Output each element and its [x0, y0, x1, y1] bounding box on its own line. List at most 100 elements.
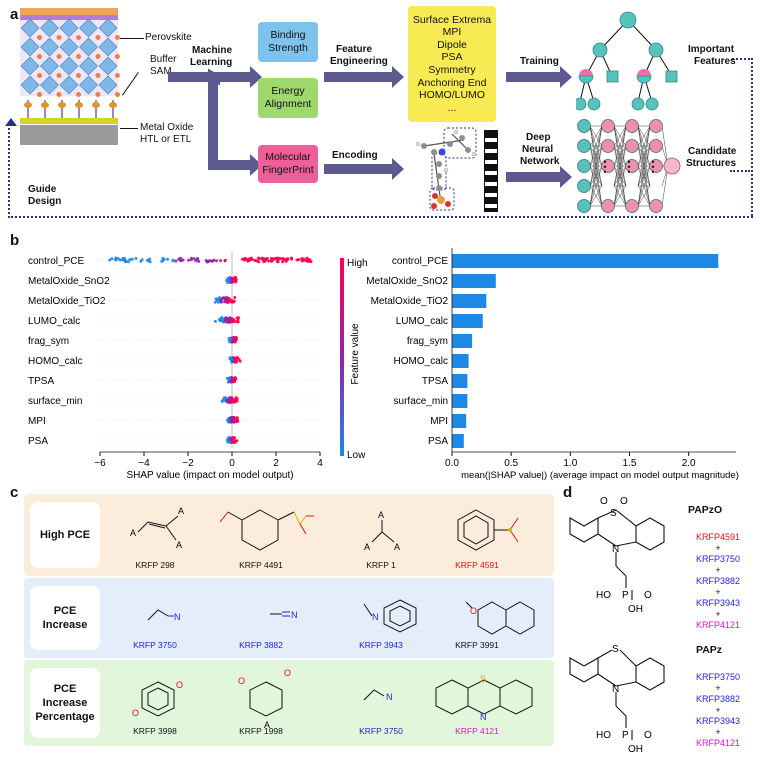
- shap-point: [160, 259, 164, 263]
- atom-o: O: [644, 730, 652, 741]
- sam-head: [92, 102, 100, 108]
- atom-a: A: [394, 542, 400, 552]
- atom-a: A: [264, 720, 270, 730]
- bar-category-label: LUMO_calc: [396, 316, 448, 327]
- plus: +: [715, 705, 721, 715]
- shap-point: [215, 259, 219, 263]
- atom-n: N: [291, 610, 298, 620]
- shap-point: [221, 296, 225, 300]
- shap-point: [126, 260, 130, 264]
- decision-tree-illustration: [576, 11, 678, 111]
- sam-head: [109, 102, 117, 108]
- nn-edge: [637, 125, 651, 187]
- nn-node: [649, 119, 663, 133]
- shap-point: [123, 260, 127, 264]
- shap-point: [227, 396, 231, 400]
- energy-text-1: Energy: [271, 85, 305, 97]
- nn-node: [577, 139, 591, 153]
- nn-edge: [637, 125, 651, 167]
- dnn-label-3: Network: [520, 156, 560, 167]
- row-2-structures: N N N O: [147, 599, 535, 635]
- octahedron: [98, 56, 118, 76]
- bar: [452, 334, 473, 348]
- ho-label: HO: [596, 730, 611, 741]
- nn-edge: [637, 145, 651, 207]
- bar-category-label: surface_min: [394, 396, 448, 407]
- shap-point: [218, 296, 222, 300]
- octahedron: [40, 18, 59, 38]
- nn-edge: [613, 125, 627, 147]
- shap-point: [289, 256, 293, 260]
- shap-point: [215, 299, 219, 303]
- shap-point: [270, 256, 274, 260]
- krfp-3991: KRFP 3991: [455, 640, 499, 650]
- feedback-loop-right: [735, 58, 753, 216]
- shap-point: [231, 398, 235, 402]
- a-site-cation: [95, 35, 101, 40]
- nn-edge: [613, 145, 627, 207]
- atom-o: O: [176, 680, 183, 690]
- nn-node: [649, 159, 663, 173]
- bar-category-label: MPI: [430, 416, 448, 427]
- plus: +: [715, 565, 721, 575]
- atom-n: N: [480, 712, 487, 722]
- a-site-cation: [95, 92, 101, 97]
- nn-node: [625, 199, 639, 213]
- fe-arrow: [324, 66, 404, 88]
- atom-s: S: [610, 508, 617, 519]
- oh-label: OH: [628, 744, 643, 755]
- important-label-2: Features: [694, 56, 736, 67]
- papz-krfp-3750: KRFP3750: [695, 672, 741, 682]
- fingerprint-text-1: Molecular: [265, 151, 311, 163]
- shap-point: [223, 396, 227, 400]
- a-site-cation: [37, 73, 42, 78]
- shap-bar-chart: control_PCEMetalOxide_SnO2MetalOxide_TiO…: [366, 248, 739, 481]
- fe-label-2: Engineering: [330, 56, 388, 67]
- shap-point: [228, 440, 232, 444]
- energy-text-2: Alignment: [264, 98, 312, 110]
- shap-point: [225, 317, 229, 321]
- shap-point: [235, 399, 239, 403]
- atom-n: N: [386, 692, 393, 702]
- shap-point: [207, 259, 211, 263]
- shap-point: [177, 257, 181, 261]
- atom-s: S: [612, 644, 619, 655]
- nn-edge: [613, 165, 627, 207]
- shap-point: [195, 257, 199, 261]
- panel-label-c: c: [10, 484, 19, 501]
- panel-label-d: d: [563, 484, 573, 501]
- atom-s: S: [480, 674, 486, 684]
- bar-category-label: control_PCE: [392, 256, 448, 267]
- feature-homo-lumo: HOMO/LUMO: [419, 89, 485, 102]
- feature-ellipsis: ...: [447, 101, 457, 114]
- nn-node: [625, 159, 639, 173]
- a-site-cation: [76, 54, 81, 59]
- shap-point: [236, 318, 240, 322]
- atom-o: O: [470, 606, 477, 616]
- shap-point: [113, 257, 117, 261]
- krfp-1: KRFP 1: [366, 560, 396, 570]
- bar-category-label: frag_sym: [407, 336, 448, 347]
- nn-edge: [589, 165, 603, 207]
- atom-n: N: [612, 684, 619, 695]
- bar: [452, 254, 719, 268]
- nn-node: [601, 139, 615, 153]
- shap-point: [230, 357, 234, 361]
- octahedron: [40, 56, 59, 76]
- shap-point: [146, 259, 150, 263]
- oh-label: OH: [628, 604, 643, 615]
- shap-point: [229, 379, 233, 383]
- shap-point: [218, 318, 222, 322]
- octahedron: [79, 75, 98, 95]
- ml-label-2: Learning: [190, 57, 233, 68]
- krfp-3750-b: KRFP 3750: [359, 726, 403, 736]
- shap-point: [297, 258, 301, 262]
- shap-point: [227, 279, 231, 283]
- shap-point: [237, 357, 241, 361]
- colorbar-high-label: High: [347, 258, 368, 269]
- nn-edge: [637, 125, 651, 207]
- candidate-label-2: Structures: [686, 158, 737, 169]
- a-site-cation: [37, 92, 42, 97]
- feature-dipole: Dipole: [437, 38, 467, 51]
